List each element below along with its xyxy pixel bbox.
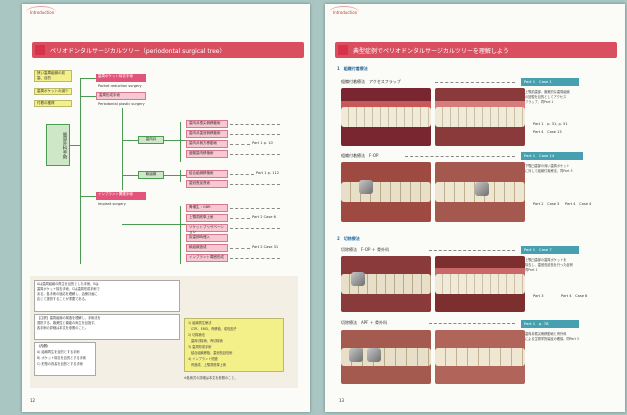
left-box-2: 付着の獲得: [34, 100, 72, 107]
group3-item-3: 抜歯即時埋入: [186, 234, 228, 242]
case-4-photo-after: [435, 330, 525, 384]
ref-part2-case6: Part 2 Case 6: [252, 215, 276, 220]
section-1-heading: 1 組織付着療法: [337, 66, 368, 71]
case-2-label: 組織付着療法 F-OP: [341, 153, 378, 158]
left-page: Introduction ペリオドンタルサージカルツリー（periodontal…: [22, 4, 310, 412]
group1-item-0: 歯肉弁根尖側移動術: [186, 120, 228, 128]
case-4-label: 切除療法 APF ＋ 骨外科: [341, 320, 387, 325]
case-1-photo-after: [435, 88, 525, 146]
ref-part1-p112: Part 1 p. 112: [256, 171, 279, 176]
right-page-title-bar: 典型症例でペリオドンタルサージカルツリーを理解しよう: [335, 42, 617, 58]
case-2-pill: Part 1 Case 14: [521, 152, 583, 160]
ref-part1-p10: Part 1 p. 10: [252, 141, 273, 146]
group1-item-1: 歯肉弁歯冠側移動術: [186, 130, 228, 138]
title-square-icon: [338, 45, 348, 55]
case-3-photo-before: [341, 256, 431, 312]
branch-implant-surgery-sub: Implant surgery: [98, 202, 126, 207]
case-1-ref-1: Part 4 Case 13: [533, 130, 562, 135]
case-2-photo-after: [435, 162, 525, 222]
left-box-0: 狭い歯周組織の前歯、目的: [34, 70, 72, 82]
case-4-photo-before: [341, 330, 431, 384]
case-3-label: 切除療法 F-OP ＋ 骨外科: [341, 247, 389, 252]
case-2-ref-1: Part 4 Case 4: [565, 202, 591, 207]
branch-plastic-surgery: 歯周形成手術: [96, 92, 146, 100]
right-page-number: 13: [339, 398, 344, 403]
note-box-1: Aは歯周組織の再生を目的とした手術、Bは 歯周ポケット除去手術、Cは歯周形成手術…: [34, 280, 180, 312]
right-page-header: Introduction: [333, 10, 357, 15]
group1-item-3: 遊離歯肉移植術: [186, 150, 228, 158]
case-3-ref-1: Part 4 Case 6: [561, 294, 587, 299]
case-1-ref-0: Part 1 p. 31, p. 51: [533, 122, 568, 127]
right-page-title: 典型症例でペリオドンタルサージカルツリーを理解しよう: [353, 46, 509, 55]
ref-part2-case31: Part 2 Case 31: [252, 245, 278, 250]
branch-plastic-surgery-sub: Periodontal plastic surgery: [98, 102, 145, 107]
case-3-photo-after: [435, 256, 525, 312]
left-page-title-bar: ペリオドンタルサージカルツリー（periodontal surgical tre…: [32, 42, 304, 58]
case-1-photo-before: [341, 88, 431, 146]
tree-root-node: 歯周外科手術: [46, 124, 70, 166]
title-square-icon: [35, 45, 45, 55]
case-3-pill: Part 1 Case 7: [521, 246, 579, 254]
legend-box: 〈凡例〉 A) 組織再生を目的とする手術 B) ポケット除去を目的とする手術 C…: [34, 342, 96, 376]
note-box-2: 【注釈】歯周組織の構造を理解し、手術法を 選択する。審美性と機能の両立を目指す。…: [34, 314, 180, 340]
group1-item-2: 歯肉弁側方移動術: [186, 140, 228, 148]
mid-node-flap: 歯肉弁: [138, 136, 164, 144]
case-1-label: 組織付着療法 アクセスフラップ: [341, 79, 401, 84]
case-4-pill: Part 1 p. 78: [521, 320, 579, 328]
yellow-summary-box: 1) 組織再生療法 GTR、EMD、骨移植、成長因子 2) 切除療法 歯肉切除術…: [184, 318, 284, 372]
left-page-header: Introduction: [30, 10, 54, 15]
case-3-ref-0: Part 3: [533, 294, 544, 299]
branch-pocket-reduction: 歯周ポケット除去手術: [96, 74, 146, 82]
case-2-photo-before: [341, 162, 431, 222]
group3-item-1: 上顎洞底挙上術: [186, 214, 228, 222]
left-page-number: 12: [30, 398, 35, 403]
group3-item-0: 骨増生・GBR: [186, 204, 228, 212]
case-1-pill: Part 1 Case 1: [521, 78, 579, 86]
group3-item-5: インプラント周囲形成: [186, 254, 228, 262]
left-box-1: 歯周ポケットの減少: [34, 88, 72, 95]
mid-node-soft-tissue: 軟組織: [138, 171, 164, 179]
branch-pocket-reduction-sub: Pocket reduction surgery: [98, 84, 142, 89]
footer-note: ※各術式の詳細は本文を参照のこと。: [184, 376, 238, 381]
case-2-ref-0: Part 2 Case 3: [533, 202, 559, 207]
group3-item-2: ソケットプリザベーション: [186, 224, 228, 232]
right-page: Introduction 典型症例でペリオドンタルサージカルツリーを理解しよう …: [325, 4, 625, 412]
group2-item-0: 結合組織移植術: [186, 170, 228, 178]
group2-item-1: 歯冠長延長術: [186, 180, 228, 188]
branch-implant-surgery: インプラント関連手術: [96, 192, 146, 200]
group3-item-4: 軟組織造成: [186, 244, 228, 252]
left-page-title: ペリオドンタルサージカルツリー（periodontal surgical tre…: [50, 46, 225, 55]
section-2-heading: 2 切除療法: [337, 236, 360, 241]
